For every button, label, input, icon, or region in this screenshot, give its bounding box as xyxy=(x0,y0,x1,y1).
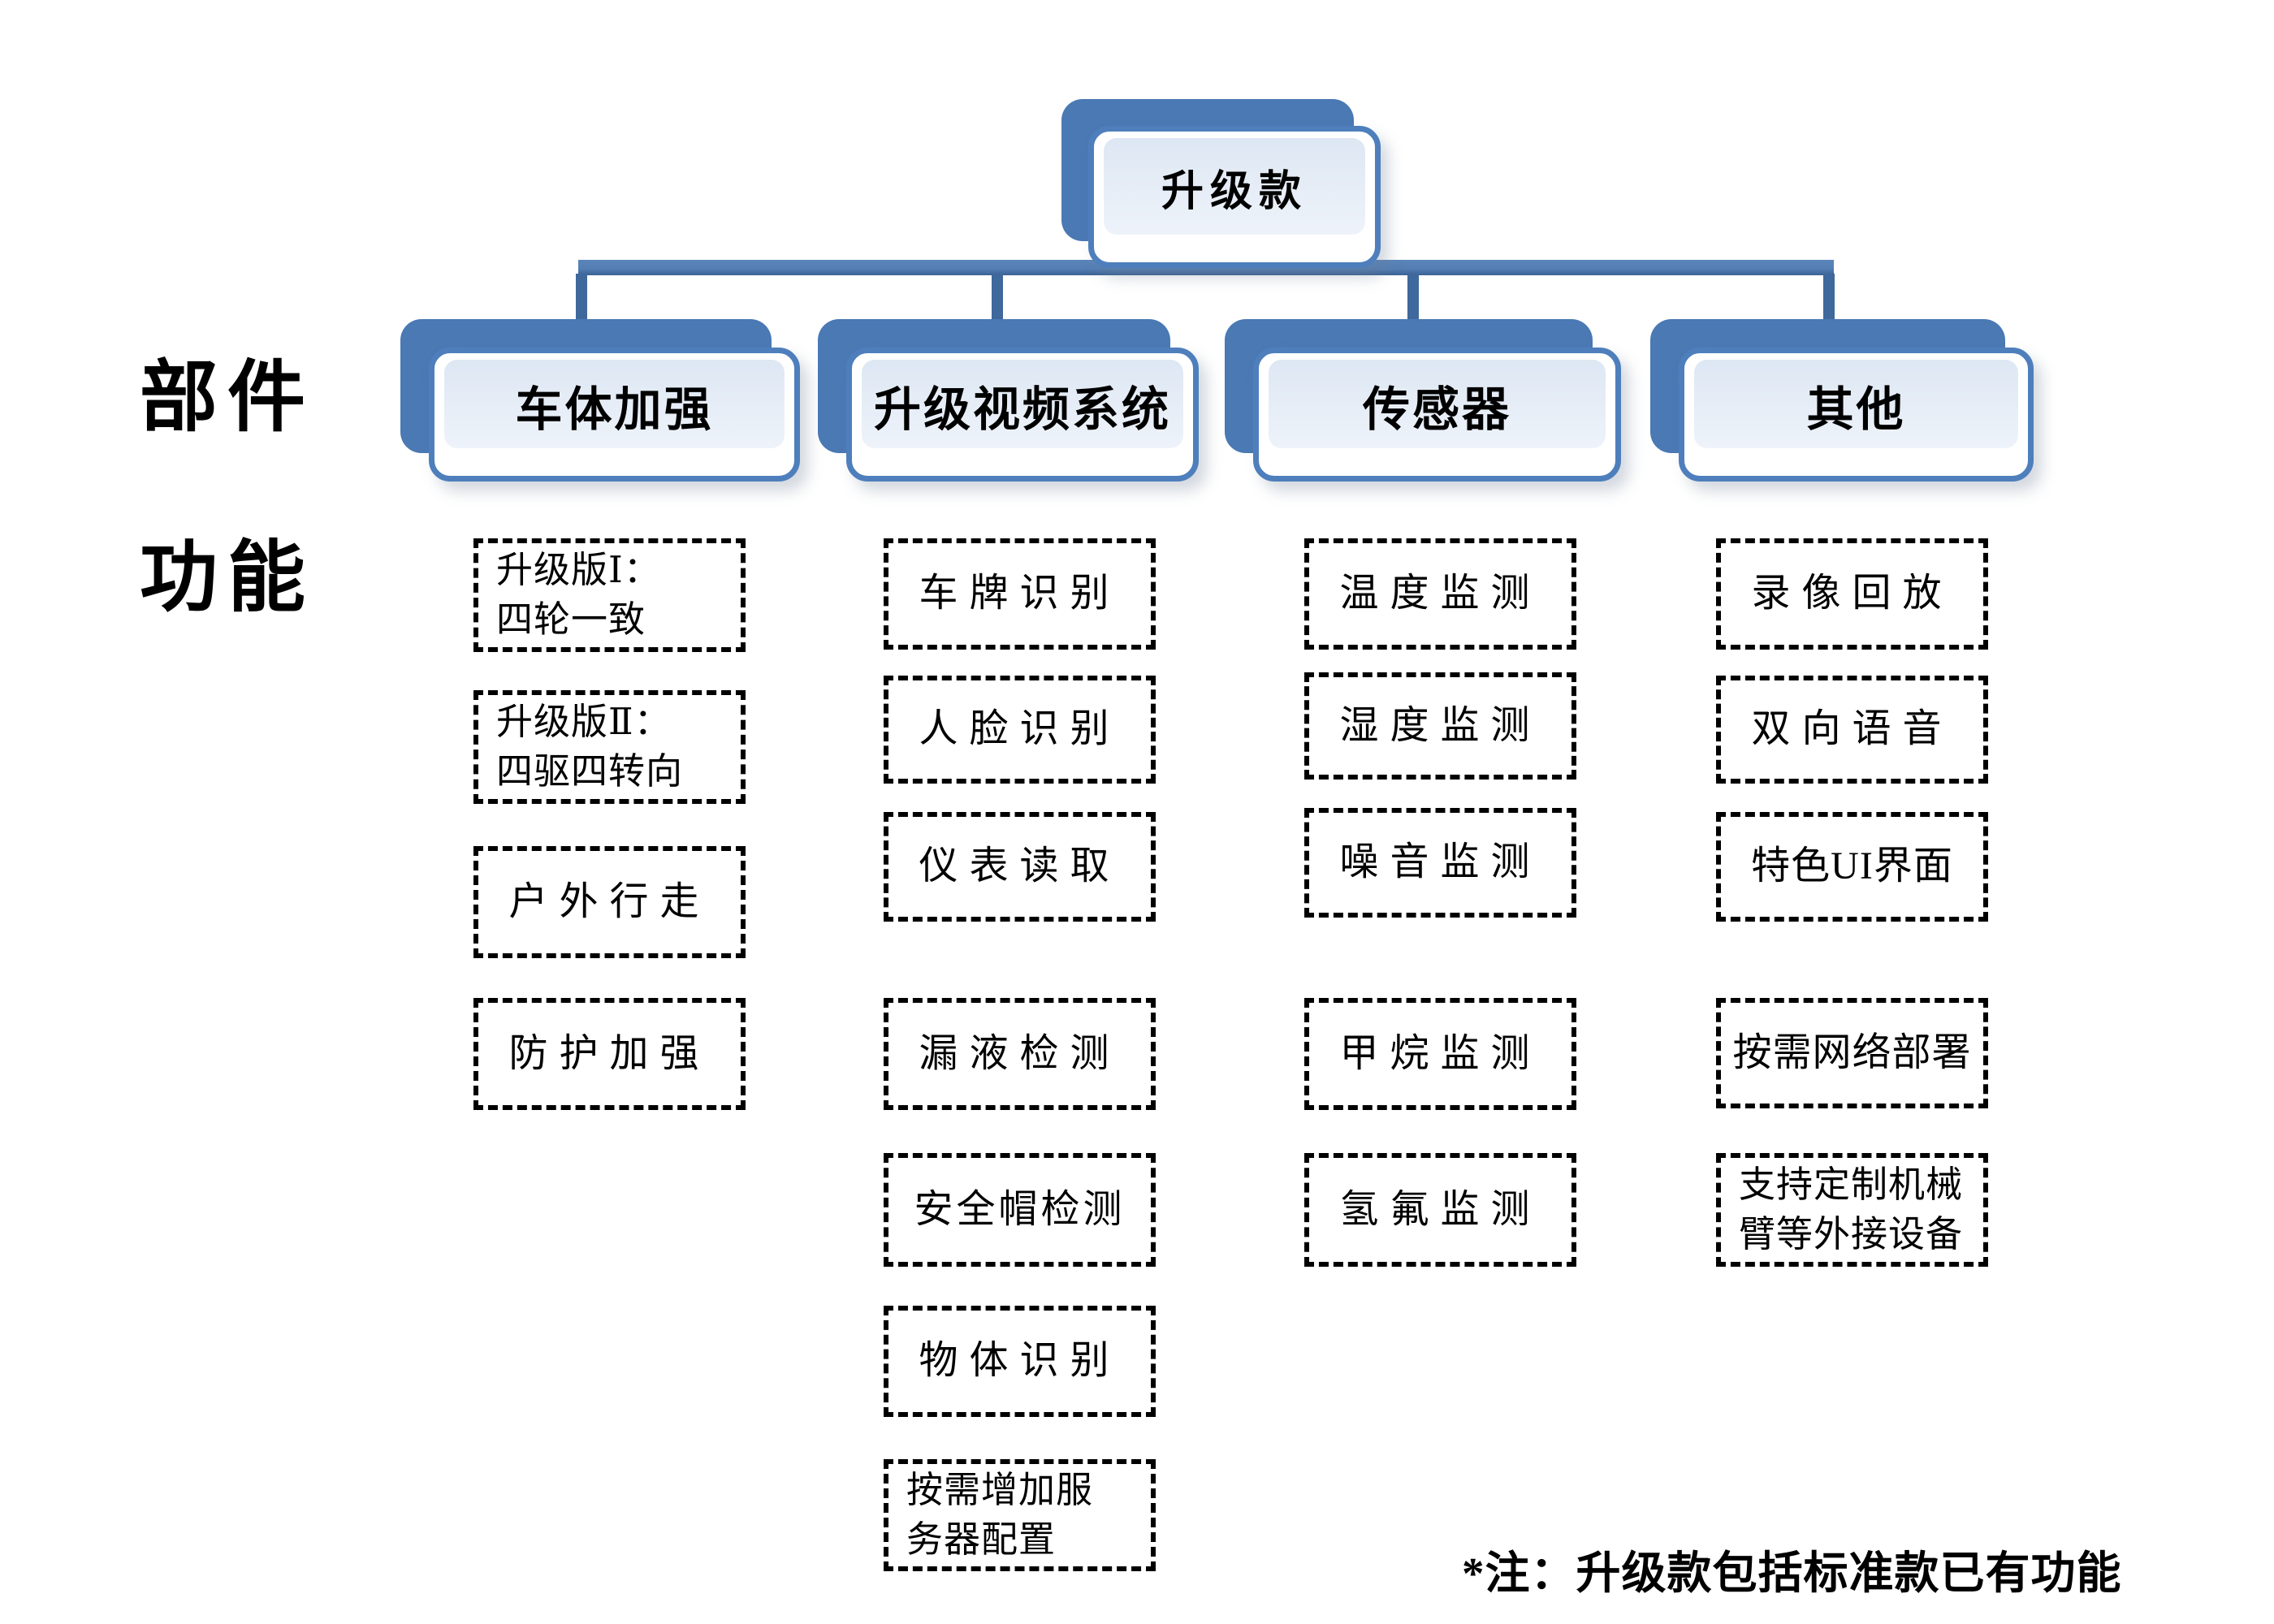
feature-box-0-3: 防护加强 xyxy=(473,998,746,1110)
branch-header-sensor: 传感器 xyxy=(1253,348,1621,482)
feature-box-0-0: 升级版Ⅰ： 四轮一致 xyxy=(473,538,746,652)
feature-box-1-3: 漏液检测 xyxy=(884,998,1156,1110)
root-node-label: 升级款 xyxy=(1161,169,1308,215)
footnote: *注：升级款包括标准款已有功能 xyxy=(1462,1548,2122,1598)
feature-box-3-0: 录像回放 xyxy=(1716,538,1988,650)
feature-box-2-3: 甲烷监测 xyxy=(1304,998,1576,1110)
feature-box-3-4: 支持定制机械 臂等外接设备 xyxy=(1716,1153,1988,1267)
side-label-functions: 功能 xyxy=(140,534,315,621)
feature-box-3-2: 特色UI界面 xyxy=(1716,812,1988,922)
feature-box-2-1: 湿度监测 xyxy=(1304,672,1576,780)
feature-box-0-2: 户外行走 xyxy=(473,846,746,958)
branch-header-other-label: 其他 xyxy=(1806,382,1906,436)
feature-box-2-0: 温度监测 xyxy=(1304,538,1576,650)
feature-box-1-2: 仪表读取 xyxy=(884,812,1156,922)
branch-header-body-label: 车体加强 xyxy=(515,382,714,436)
feature-box-1-0: 车牌识别 xyxy=(884,538,1156,650)
branch-header-other: 其他 xyxy=(1679,348,2034,482)
side-label-components: 部件 xyxy=(140,354,315,441)
branch-header-video-label: 升级视频系统 xyxy=(873,382,1171,436)
connector-branch-stub-1 xyxy=(576,274,587,322)
feature-box-0-1: 升级版Ⅱ： 四驱四转向 xyxy=(473,690,746,804)
feature-box-2-4: 氢氟监测 xyxy=(1304,1153,1576,1267)
connector-branch-stub-3 xyxy=(1407,274,1419,322)
feature-box-1-6: 按需增加服 务器配置 xyxy=(884,1459,1156,1571)
connector-branch-stub-2 xyxy=(992,274,1003,322)
feature-box-1-5: 物体识别 xyxy=(884,1306,1156,1417)
branch-header-sensor-label: 传感器 xyxy=(1362,382,1511,436)
feature-box-3-1: 双向语音 xyxy=(1716,676,1988,784)
root-node: 升级款 xyxy=(1088,126,1381,268)
branch-header-video: 升级视频系统 xyxy=(846,348,1199,482)
feature-box-1-4: 安全帽检测 xyxy=(884,1153,1156,1267)
feature-box-3-3: 按需网络部署 xyxy=(1716,998,1988,1108)
feature-box-2-2: 噪音监测 xyxy=(1304,808,1576,918)
connector-branch-stub-4 xyxy=(1823,274,1835,322)
branch-header-body: 车体加强 xyxy=(429,348,800,482)
feature-box-1-1: 人脸识别 xyxy=(884,676,1156,784)
